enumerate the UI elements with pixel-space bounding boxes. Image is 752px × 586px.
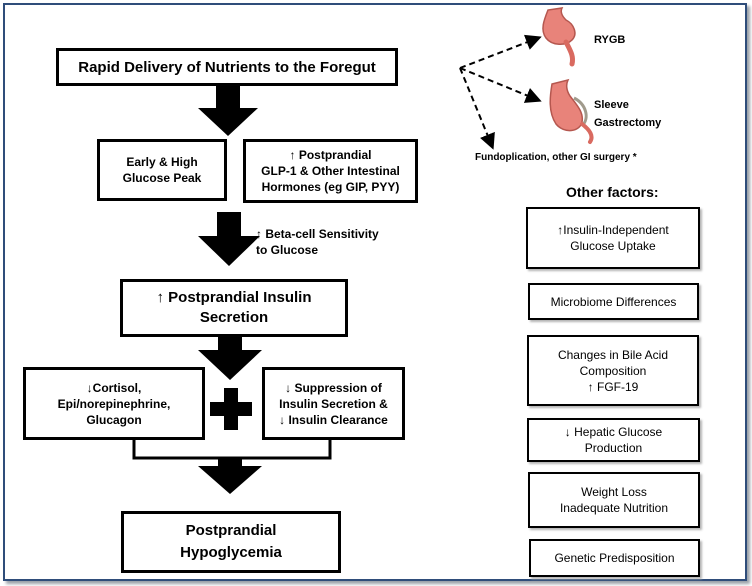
down-arrow-icon xyxy=(198,458,262,494)
factor-bile-acid: Changes in Bile Acid Composition ↑ FGF-1… xyxy=(527,335,699,406)
beta-cell-label: ↑ Beta-cell Sensitivity to Glucose xyxy=(256,227,379,257)
factor-text: ↓ Hepatic Glucose Production xyxy=(564,425,663,455)
hypoglycemia-text: Postprandial Hypoglycemia xyxy=(180,522,282,561)
stomach-sleeve-icon xyxy=(549,78,594,144)
factor-text: ↑Insulin-Independent Glucose Uptake xyxy=(557,223,669,253)
glucose-peak-box: Early & High Glucose Peak xyxy=(97,139,227,201)
plus-icon xyxy=(210,388,252,430)
suppression-text: ↓ Suppression of Insulin Secretion & ↓ I… xyxy=(279,380,388,427)
foregut-box: Rapid Delivery of Nutrients to the Foreg… xyxy=(56,48,398,86)
glucose-peak-text: Early & High Glucose Peak xyxy=(122,155,202,185)
join-bracket xyxy=(132,440,332,460)
suppression-box: ↓ Suppression of Insulin Secretion & ↓ I… xyxy=(262,367,405,440)
hormones-text: ↑ Postprandial GLP-1 & Other Intestinal … xyxy=(261,148,400,194)
insulin-secretion-box: ↑ Postprandial Insulin Secretion xyxy=(120,279,348,337)
factor-text: Genetic Predisposition xyxy=(554,551,675,565)
factor-weight-loss: Weight Loss Inadequate Nutrition xyxy=(528,472,700,528)
foregut-text: Rapid Delivery of Nutrients to the Foreg… xyxy=(78,58,376,76)
cortisol-text: ↓Cortisol, Epi/norepinephrine, Glucagon xyxy=(57,380,171,427)
down-arrow-icon xyxy=(198,336,262,380)
factor-genetic: Genetic Predisposition xyxy=(529,539,700,577)
factor-insulin-independent: ↑Insulin-Independent Glucose Uptake xyxy=(526,207,700,269)
factor-microbiome: Microbiome Differences xyxy=(528,283,699,320)
insulin-secretion-text: ↑ Postprandial Insulin Secretion xyxy=(156,289,312,326)
stomach-rygb-icon xyxy=(542,7,576,67)
factor-text: Weight Loss Inadequate Nutrition xyxy=(559,485,669,515)
hormones-box: ↑ Postprandial GLP-1 & Other Intestinal … xyxy=(243,139,418,203)
factor-text: Microbiome Differences xyxy=(550,294,677,309)
cortisol-box: ↓Cortisol, Epi/norepinephrine, Glucagon xyxy=(23,367,205,440)
down-arrow-icon xyxy=(198,212,260,266)
rygb-label: RYGB xyxy=(594,34,626,46)
dashed-arrows xyxy=(459,34,542,150)
hypoglycemia-box: Postprandial Hypoglycemia xyxy=(121,511,341,573)
other-factors-title: Other factors: xyxy=(566,184,659,200)
down-arrow-icon xyxy=(198,86,258,136)
other-surgery-label: Fundoplication, other GI surgery * xyxy=(475,152,637,163)
sleeve-label: Sleeve Gastrectomy xyxy=(594,99,662,129)
factor-text: Changes in Bile Acid Composition ↑ FGF-1… xyxy=(557,347,669,394)
factor-hepatic-glucose: ↓ Hepatic Glucose Production xyxy=(527,418,700,462)
